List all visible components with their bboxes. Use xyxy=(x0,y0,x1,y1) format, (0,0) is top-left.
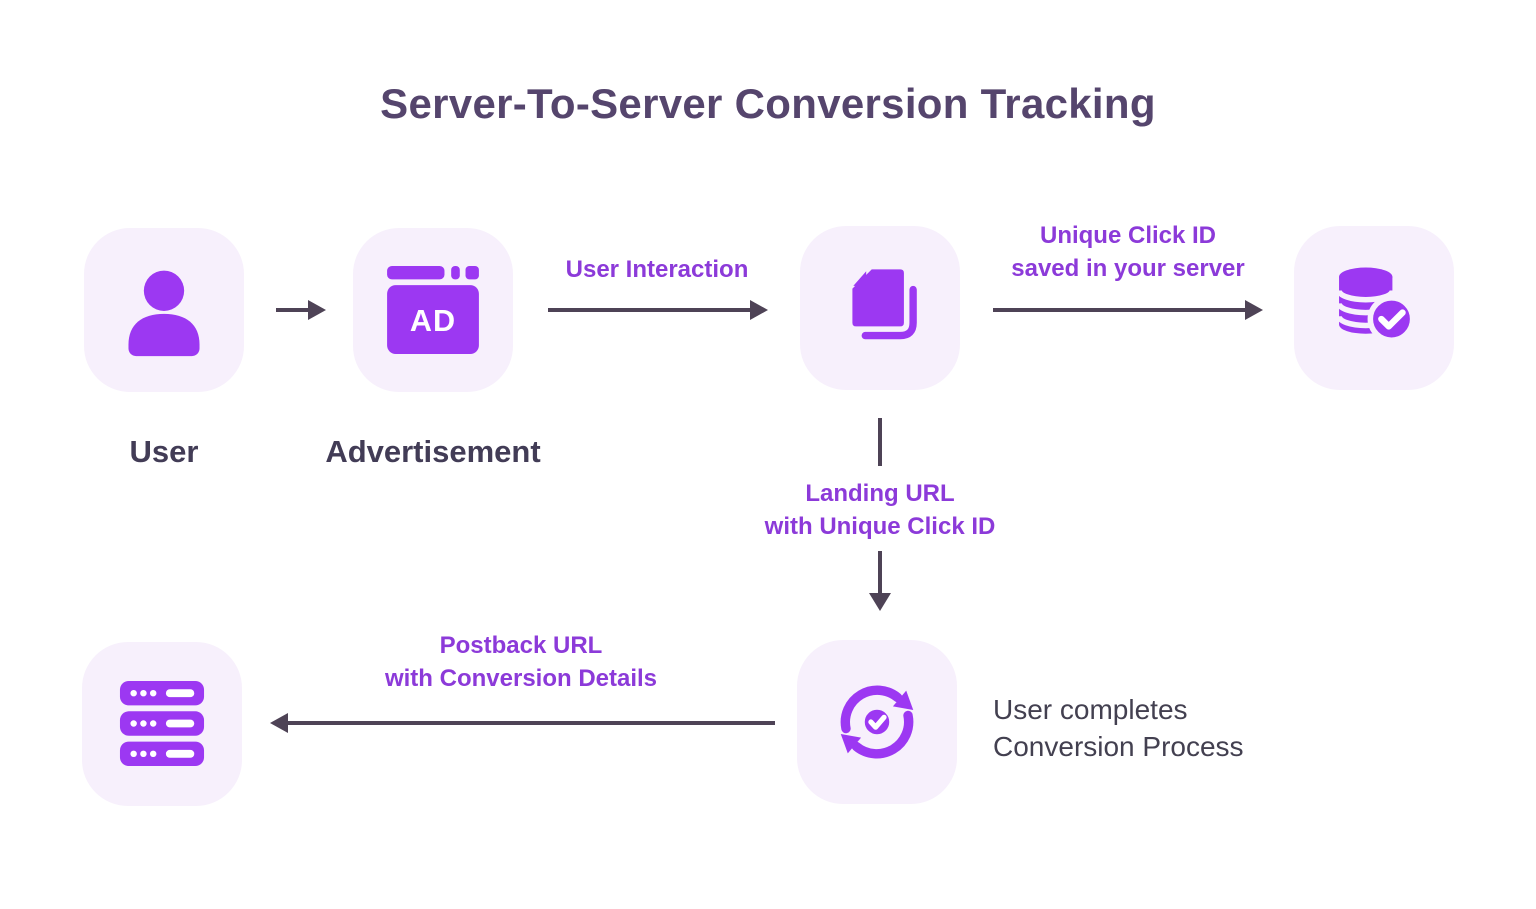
conversion-caption-line: Conversion Process xyxy=(993,731,1244,762)
conversion-caption: User completes Conversion Process xyxy=(993,691,1244,765)
line-landing-to-conversion-top xyxy=(878,418,882,466)
edge-label-line: Landing URL xyxy=(805,480,955,507)
arrow-advertisement-to-landing xyxy=(548,308,750,312)
edge-label-landing-url: Landing URL with Unique Click ID xyxy=(700,477,1060,543)
database-node xyxy=(1294,226,1454,390)
edge-label-line: User Interaction xyxy=(565,256,749,283)
arrow-user-to-advertisement xyxy=(276,308,308,312)
sync-check-icon xyxy=(840,685,914,759)
edge-label-line: Unique Click ID xyxy=(1039,222,1217,249)
advertisement-label: Advertisement xyxy=(325,434,541,469)
advertiser-server-node xyxy=(82,642,242,806)
ad-browser-icon: AD xyxy=(387,266,479,354)
conversion-caption-line: User completes xyxy=(993,694,1188,725)
ad-icon-text: AD xyxy=(410,304,456,338)
conversion-node xyxy=(797,640,957,804)
page-title: Server-To-Server Conversion Tracking xyxy=(380,80,1156,127)
edge-label-line: with Conversion Details xyxy=(384,665,658,692)
edge-label-postback-url: Postback URL with Conversion Details xyxy=(341,629,701,695)
edge-label-unique-click-id: Unique Click ID saved in your server xyxy=(948,219,1308,285)
arrow-conversion-to-server xyxy=(288,721,775,725)
advertisement-node: AD xyxy=(353,228,513,392)
user-icon xyxy=(128,270,200,357)
user-node xyxy=(84,228,244,392)
arrow-landing-to-conversion xyxy=(878,551,882,593)
user-label: User xyxy=(129,434,199,469)
arrow-landing-to-database xyxy=(993,308,1245,312)
edge-label-line: saved in your server xyxy=(1011,255,1245,282)
pages-icon xyxy=(852,269,917,340)
server-rack-icon xyxy=(119,680,205,767)
database-check-icon xyxy=(1336,267,1416,343)
edge-label-user-interaction: User Interaction xyxy=(477,253,837,286)
edge-label-line: with Unique Click ID xyxy=(764,513,996,540)
landing-page-node xyxy=(800,226,960,390)
edge-label-line: Postback URL xyxy=(439,632,603,659)
